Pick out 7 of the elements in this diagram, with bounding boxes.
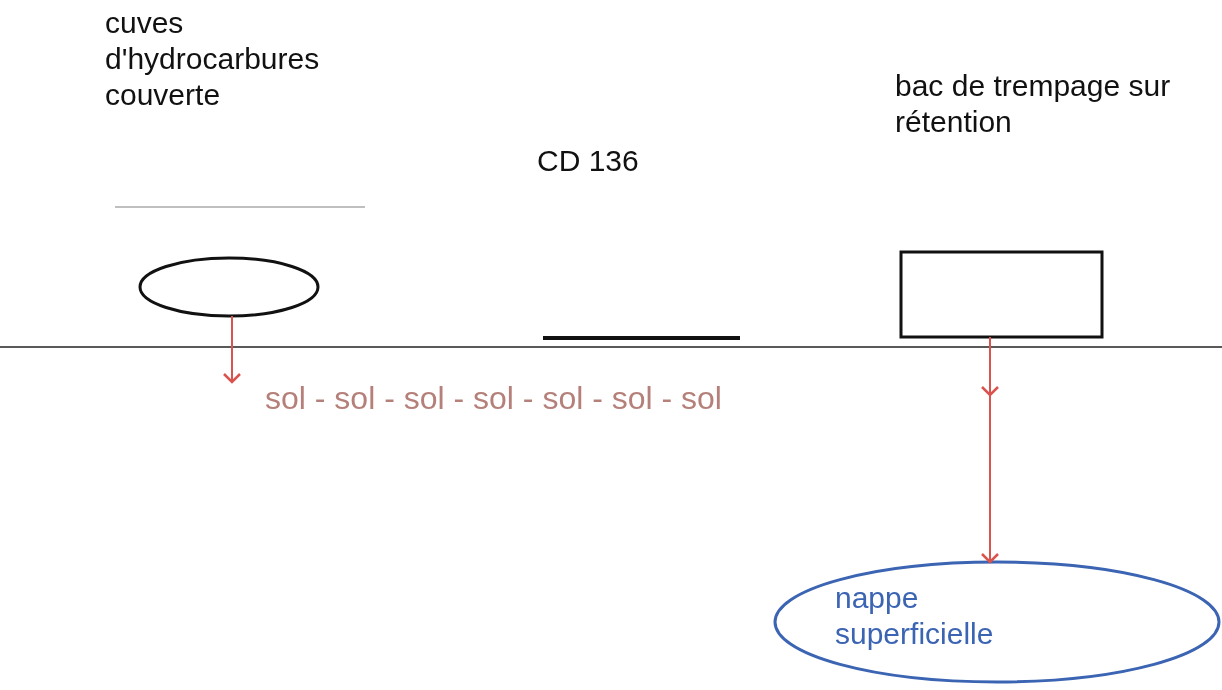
arrow [981,336,999,564]
node-label: nappe superficielle [835,580,995,652]
node-label: bac de trempage sur rétention [895,68,1172,140]
node-label: cuves d'hydrocarbures couverte [105,5,321,113]
arrow [222,315,242,384]
soil-label: sol - sol - sol - sol - sol - sol - sol [265,380,722,416]
node-label: CD 136 [537,143,640,179]
